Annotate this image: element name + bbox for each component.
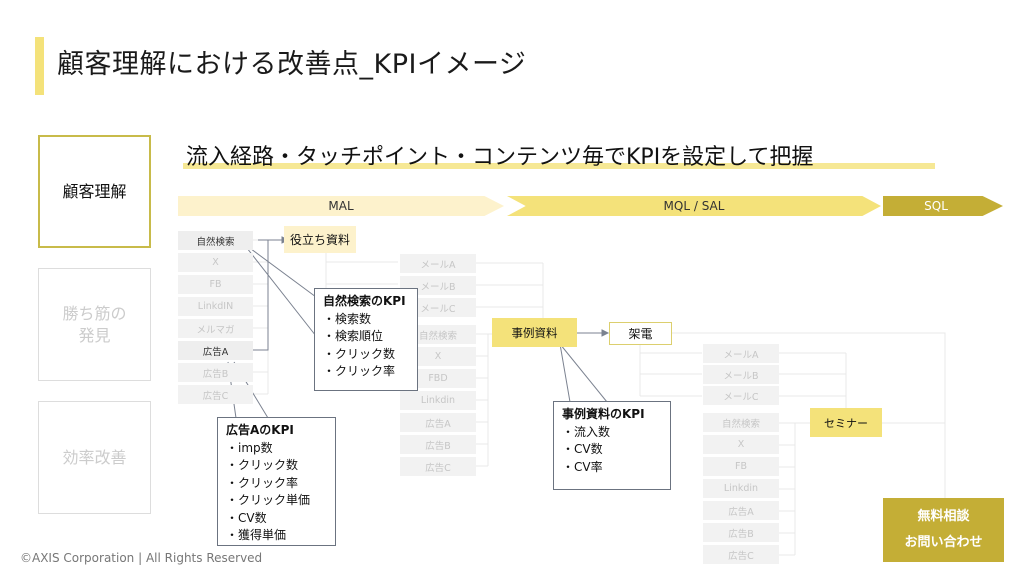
source-node[interactable]: 広告B (178, 363, 253, 382)
seminar-node[interactable]: セミナー (810, 408, 882, 437)
page-title: 顧客理解における改善点_KPIイメージ (57, 49, 527, 80)
touchpoint-node[interactable]: 自然検索 (400, 325, 476, 344)
touchpoint-node[interactable]: 広告A (400, 413, 476, 432)
callout-item: ・CV数 (226, 510, 267, 525)
sidebar-item-label: 顧客理解 (62, 181, 127, 201)
callout-item: ・クリック数 (226, 458, 299, 472)
touchpoint-node[interactable]: メールA (703, 344, 779, 363)
source-node[interactable]: X (178, 253, 253, 272)
touchpoint-node[interactable]: 広告A (703, 501, 779, 520)
callout-item: ・クリック率 (226, 475, 299, 490)
stage-label: SQL (924, 199, 948, 213)
touchpoint-node[interactable]: 広告C (703, 545, 779, 564)
sidebar-item-label: 勝ち筋の 発見 (62, 303, 127, 345)
touchpoint-node[interactable]: FBD (400, 369, 476, 388)
subtitle: 流入経路・タッチポイント・コンテンツ毎でKPIを設定して把握 (186, 145, 814, 170)
source-node[interactable]: メルマガ (178, 319, 253, 338)
callout-item: ・クリック単価 (226, 493, 311, 507)
stage-sql: SQL (883, 196, 1003, 216)
node-label: お問い合わせ (904, 535, 983, 550)
callout-item: ・imp数 (226, 440, 273, 455)
source-node[interactable]: FB (178, 275, 253, 294)
touchpoint-node[interactable]: 広告B (400, 435, 476, 454)
copyright-footer: ©AXIS Corporation | All Rights Reserved (20, 551, 263, 565)
subtitle-highlight (183, 163, 935, 169)
case-kpi-callout: 事例資料のKPI ・流入数 ・CV数 ・CV率 (553, 401, 671, 490)
organic-kpi-callout: 自然検索のKPI ・検索数 ・検索順位 ・クリック数 ・クリック率 (314, 288, 418, 391)
ad-a-kpi-callout: 広告AのKPI ・imp数 ・クリック数 ・クリック率 ・クリック単価 ・CV数… (217, 417, 336, 546)
touchpoint-node[interactable]: メールC (703, 386, 779, 405)
touchpoint-node[interactable]: 広告C (400, 457, 476, 476)
stage-mql-sal: MQL / SAL (507, 196, 881, 216)
sidebar-item-winning-path[interactable]: 勝ち筋の 発見 (38, 268, 151, 381)
sidebar-item-customer-understanding[interactable]: 顧客理解 (38, 135, 151, 248)
source-node[interactable]: 自然検索 (178, 231, 253, 250)
touchpoint-node[interactable]: X (703, 435, 779, 454)
source-node[interactable]: 広告A (178, 341, 253, 360)
node-label: 架電 (628, 327, 653, 341)
node-label: 無料相談 (917, 509, 970, 524)
callout-item: ・CV率 (562, 459, 603, 474)
node-label: 事例資料 (511, 325, 558, 340)
callout-item: ・検索順位 (323, 329, 384, 343)
call-node[interactable]: 架電 (609, 322, 672, 345)
stage-label: MAL (328, 199, 354, 213)
callout-title: 事例資料のKPI (562, 407, 645, 421)
node-label: セミナー (824, 416, 868, 430)
touchpoint-node[interactable]: Linkdin (400, 391, 476, 410)
touchpoint-node[interactable]: メールC (400, 298, 476, 317)
callout-title: 広告AのKPI (226, 423, 294, 437)
callout-item: ・流入数 (562, 424, 611, 439)
touchpoint-node[interactable]: メールB (703, 365, 779, 384)
callout-item: ・クリック数 (323, 346, 396, 361)
touchpoint-node[interactable]: 広告B (703, 523, 779, 542)
stage-mal: MAL (178, 196, 504, 216)
source-node[interactable]: 広告C (178, 385, 253, 404)
touchpoint-node[interactable]: メールA (400, 254, 476, 273)
callout-item: ・CV数 (562, 442, 603, 456)
sidebar-item-label: 効率改善 (62, 447, 127, 467)
callout-title: 自然検索のKPI (323, 294, 406, 308)
callout-item: ・獲得単価 (226, 528, 287, 542)
touchpoint-node[interactable]: FB (703, 457, 779, 476)
stage-label: MQL / SAL (663, 199, 725, 213)
case-doc-node[interactable]: 事例資料 (492, 318, 577, 347)
touchpoint-node[interactable]: メールB (400, 276, 476, 295)
callout-item: ・検索数 (323, 311, 372, 326)
touchpoint-node[interactable]: 自然検索 (703, 413, 779, 432)
source-node[interactable]: LinkdIN (178, 297, 253, 316)
consultation-node[interactable]: 無料相談 お問い合わせ (883, 498, 1004, 562)
touchpoint-node[interactable]: Linkdin (703, 479, 779, 498)
node-label: 役立ち資料 (289, 233, 350, 247)
useful-doc-node[interactable]: 役立ち資料 (284, 226, 356, 253)
sidebar-item-efficiency[interactable]: 効率改善 (38, 401, 151, 514)
touchpoint-node[interactable]: X (400, 347, 476, 366)
title-accent-bar (35, 37, 44, 95)
callout-item: ・クリック率 (323, 364, 396, 378)
